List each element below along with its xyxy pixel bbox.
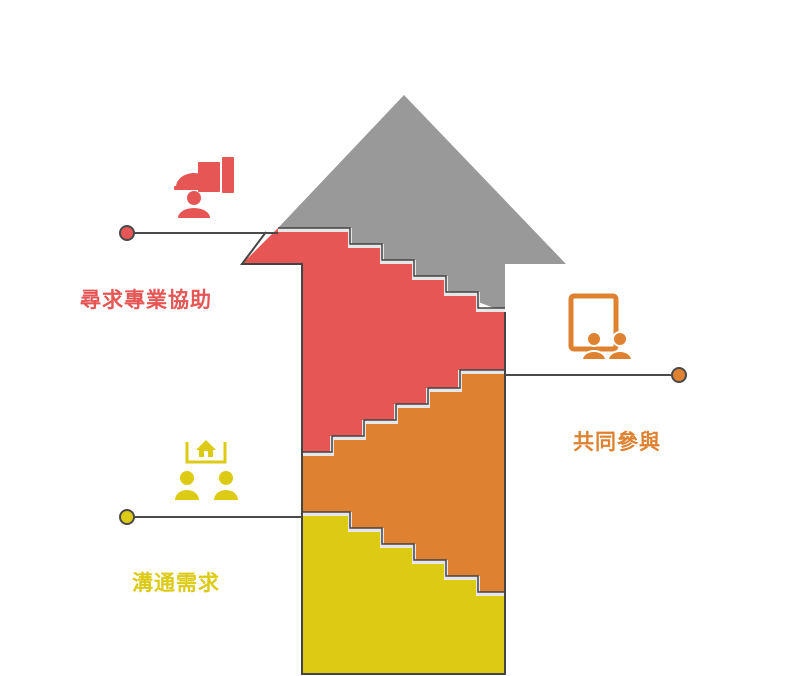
step-label-communicate-needs: 溝通需求 xyxy=(132,571,220,595)
stair-section-orange xyxy=(302,370,505,592)
people-sharing-home-icon xyxy=(175,440,238,500)
construction-worker-board-icon xyxy=(174,157,234,218)
connector-dot-red xyxy=(119,225,135,241)
step-label-participate-together: 共同參與 xyxy=(573,430,661,454)
arrow-shaft-outline xyxy=(240,231,506,675)
step-label-seek-professional-help: 尋求專業協助 xyxy=(80,288,212,312)
stair-section-yellow xyxy=(302,512,505,674)
meeting-board-icon xyxy=(568,293,634,361)
connector-dot-yellow xyxy=(119,509,135,525)
arrow-head-gray xyxy=(278,95,566,312)
connector-dot-orange xyxy=(671,367,687,383)
stair-section-red xyxy=(242,228,505,452)
stair-edges xyxy=(278,227,505,593)
connector-lines xyxy=(134,232,672,518)
